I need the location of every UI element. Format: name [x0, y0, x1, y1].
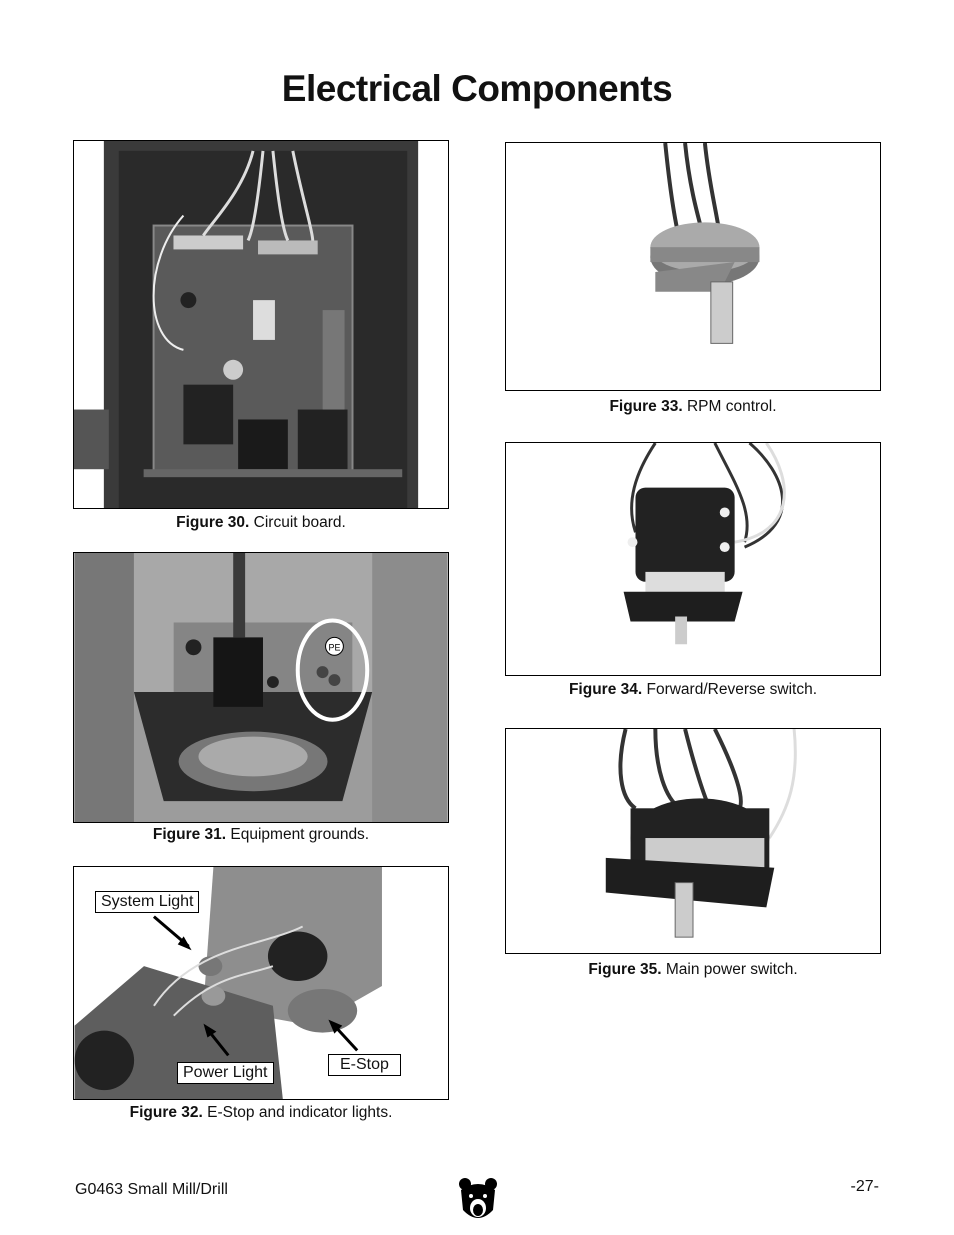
- grizzly-bear-icon: [457, 1176, 499, 1224]
- figure-33-caption: Figure 33. RPM control.: [505, 398, 881, 416]
- figure-number: Figure 30.: [176, 514, 250, 531]
- figure-number: Figure 32.: [129, 1104, 203, 1121]
- caption-text: RPM control.: [686, 398, 777, 415]
- footer-model: G0463 Small Mill/Drill: [75, 1181, 228, 1198]
- caption-text: E-Stop and indicator lights.: [207, 1104, 393, 1121]
- caption-text: Forward/Reverse switch.: [646, 681, 818, 698]
- system-light-callout: System Light: [95, 891, 200, 913]
- page-title: Electrical Components: [281, 68, 673, 109]
- forward-reverse-switch-photo: [506, 443, 880, 675]
- estop-callout: E-Stop: [328, 1054, 401, 1076]
- caption-text: Circuit board.: [253, 514, 346, 531]
- main-power-switch-photo: [506, 729, 880, 953]
- power-light-callout: Power Light: [177, 1062, 274, 1084]
- figure-31-caption: Figure 31. Equipment grounds.: [73, 826, 449, 844]
- figure-33-image: [505, 142, 881, 391]
- figure-30-caption: Figure 30. Circuit board.: [73, 514, 449, 532]
- rpm-potentiometer-photo: [506, 143, 880, 390]
- caption-text: Main power switch.: [665, 961, 798, 978]
- figure-number: Figure 35.: [588, 961, 662, 978]
- figure-35-caption: Figure 35. Main power switch.: [505, 961, 881, 979]
- figure-number: Figure 34.: [568, 681, 643, 698]
- caption-text: Equipment grounds.: [230, 826, 370, 843]
- figure-number: Figure 33.: [609, 398, 683, 415]
- equipment-grounds-photo: PE: [74, 553, 448, 822]
- figure-number: Figure 31.: [152, 826, 227, 843]
- figure-32-image: System Light Power Light E-Stop: [73, 866, 449, 1100]
- page-number: -27-: [850, 1178, 879, 1195]
- figure-30-image: [73, 140, 449, 509]
- circuit-board-photo: [74, 141, 448, 508]
- pe-label: PE: [329, 642, 341, 652]
- figure-31-image: PE: [73, 552, 449, 823]
- figure-34-caption: Figure 34. Forward/Reverse switch.: [505, 681, 881, 699]
- figure-34-image: [505, 442, 881, 676]
- figure-35-image: [505, 728, 881, 954]
- figure-32-caption: Figure 32. E-Stop and indicator lights.: [73, 1104, 449, 1122]
